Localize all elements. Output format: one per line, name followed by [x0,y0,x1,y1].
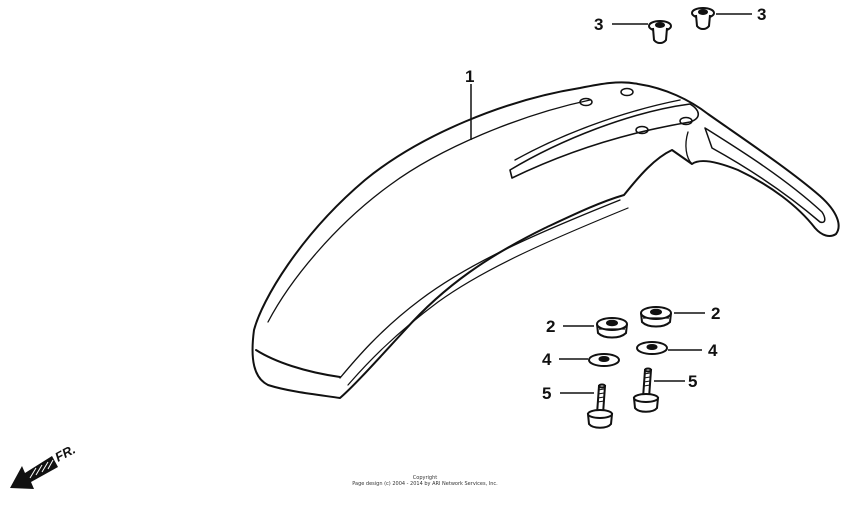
collar-right[interactable] [691,7,715,30]
callout-label-1: 1 [465,67,474,86]
callout-label-4-right: 4 [708,341,718,360]
fr-arrow-hatch [29,459,54,479]
copyright-notice: Copyright Page design (c) 2004 - 2014 by… [0,475,850,487]
washer-right-hole [646,344,658,350]
callout-part-2-left[interactable]: 2 [546,317,594,336]
fender-side-ridge-2 [347,207,629,386]
fr-label: FR. [52,442,78,465]
callout-label-2-left: 2 [546,317,555,336]
mount-hole-2 [620,87,634,97]
callout-label-2-right: 2 [711,304,720,323]
fender-rear-fin [704,127,826,224]
washer-left[interactable] [588,353,620,367]
bolt-left-head-top [587,409,613,419]
bolt-right-tip [644,367,652,373]
callout-part-3-left[interactable]: 3 [594,15,648,34]
mount-hole-4 [679,116,693,126]
fender-side-ridge [339,199,621,379]
mount-hole-1 [579,97,593,107]
copyright-line-1: Copyright [412,475,438,481]
collar-left-body [652,27,668,44]
grommet-right[interactable] [640,306,672,328]
fender-lip [255,349,341,378]
callout-label-3-left: 3 [594,15,603,34]
callout-part-5-left[interactable]: 5 [542,384,594,403]
front-fender[interactable] [251,81,840,399]
bolt-left-tip [598,383,606,389]
collar-left[interactable] [648,20,672,44]
bolt-right[interactable] [632,367,660,413]
copyright-line-2: Page design (c) 2004 - 2014 by ARI Netwo… [352,481,498,487]
bolt-right-thread [643,372,651,387]
grommet-right-hole [650,308,662,316]
callout-part-5-right[interactable]: 5 [654,372,697,391]
callout-part-2-right[interactable]: 2 [674,304,720,323]
callout-label-3-right: 3 [757,5,766,24]
fender-rear-edge [685,131,693,165]
bolt-right-head-top [633,393,659,403]
washer-left-hole [598,356,610,362]
callout-label-5-right: 5 [688,372,697,391]
collar-right-hole [698,9,708,15]
collar-right-body [695,14,711,30]
fender-mount-plate [509,103,700,179]
washer-right[interactable] [636,341,668,355]
callout-part-1[interactable]: 1 [465,67,474,140]
bolt-left-thread [597,388,605,403]
fender-rim-line [267,99,591,323]
callout-label-5-left: 5 [542,384,551,403]
grommet-left-hole [606,319,618,327]
callout-label-4-left: 4 [542,350,552,369]
fender-outline [251,81,840,399]
fr-arrow-shape [10,456,58,489]
bolt-left[interactable] [586,383,614,429]
callout-part-3-right[interactable]: 3 [716,5,766,24]
grommet-left[interactable] [596,317,628,339]
collar-left-hole [655,22,665,28]
callout-part-4-right[interactable]: 4 [668,341,718,360]
fender-mount-slot [514,99,681,161]
mount-hole-3 [635,125,649,135]
callout-part-4-left[interactable]: 4 [542,350,588,369]
